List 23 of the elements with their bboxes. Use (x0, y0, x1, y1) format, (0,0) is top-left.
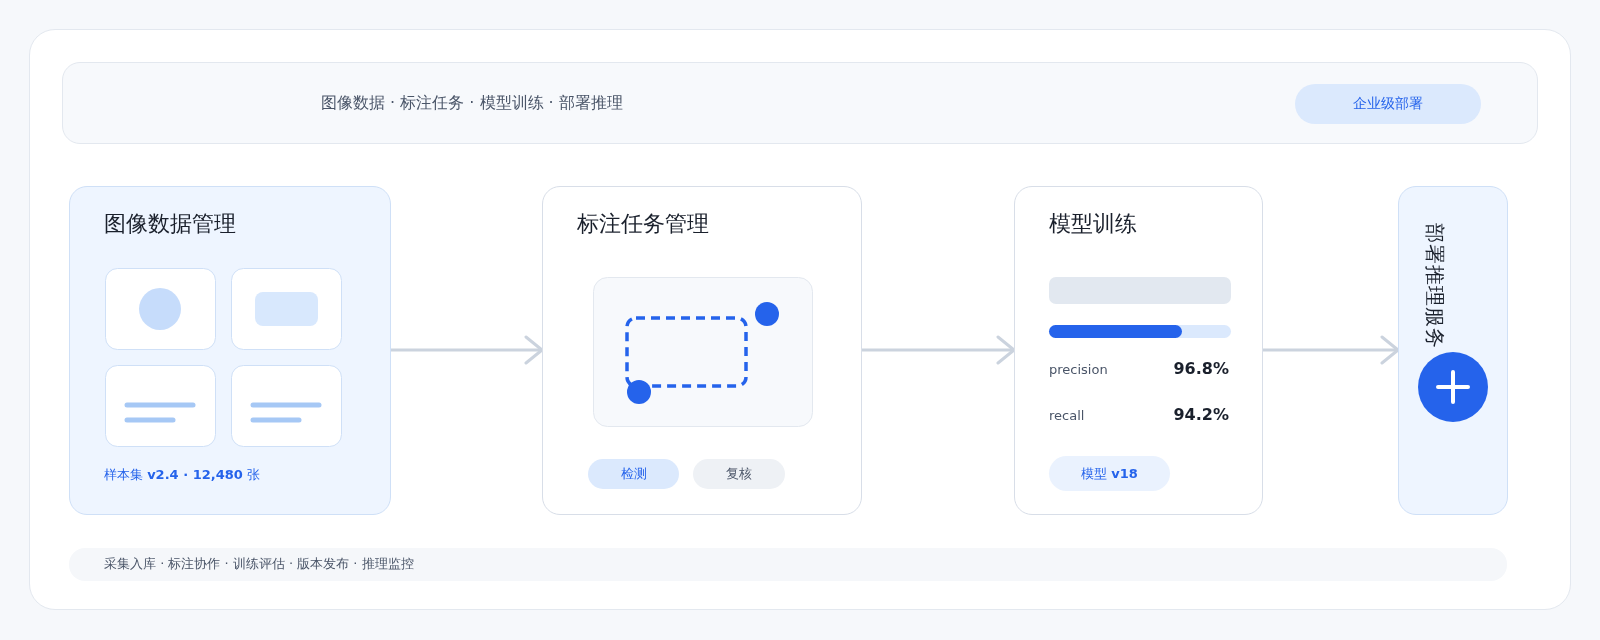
panel (542, 186, 862, 515)
metric-label: recall (1049, 408, 1085, 423)
panel-title: 标注任务管理 (577, 210, 709, 238)
dataset-caption: 样本集 v2.4 · 12,480 张 (104, 466, 260, 484)
arrow (389, 335, 544, 365)
panel (1014, 186, 1263, 515)
footer-text: 采集入库 · 标注协作 · 训练评估 · 版本发布 · 推理监控 (104, 555, 414, 573)
panel (69, 186, 391, 515)
panel-title: 模型训练 (1049, 210, 1137, 238)
version-chip: 模型 v18 (1049, 456, 1170, 491)
metric-label: precision (1049, 362, 1108, 377)
subtitle: 图像数据 · 标注任务 · 模型训练 · 部署推理 (321, 93, 623, 114)
metric-value: 96.8% (1173, 359, 1229, 378)
tag-chip: 复核 (693, 459, 785, 489)
arrow (860, 335, 1016, 365)
tag-chip: 检测 (588, 459, 679, 489)
metric-value: 94.2% (1173, 405, 1229, 424)
arrow (1261, 335, 1400, 365)
header-bar (62, 62, 1538, 144)
panel-title: 部署推理服务 (1422, 223, 1448, 349)
panel-title: 图像数据管理 (104, 210, 236, 238)
badge: 企业级部署 (1295, 84, 1481, 124)
service-panel (1398, 186, 1508, 515)
